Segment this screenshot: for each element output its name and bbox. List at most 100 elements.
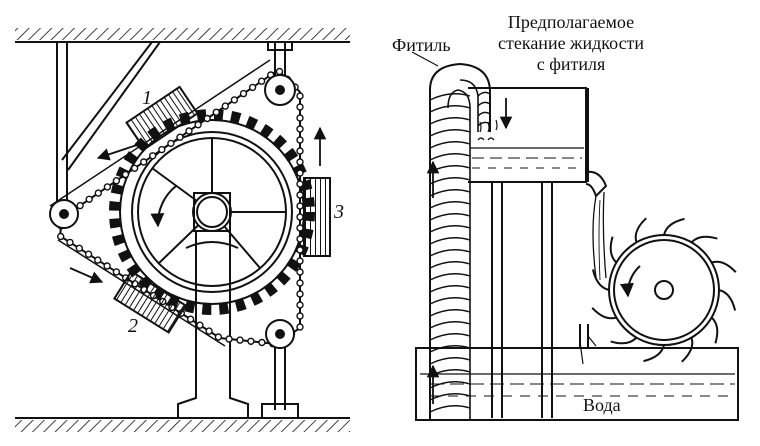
rope-twist [429,105,471,113]
wheel-paddle [591,269,610,291]
rope-twist [429,249,471,257]
chain-link [296,301,304,309]
rope-twist [429,225,471,233]
chain-link [196,321,204,329]
support-rods [56,41,293,410]
chain-link [103,183,112,191]
right-device-figure [411,51,739,421]
wick-label: Фитиль [392,35,451,55]
chain-link [296,268,304,276]
wheel-post [579,324,589,348]
chain-link [296,136,304,144]
rope-twist [429,309,471,317]
chain-link [205,327,213,335]
chain-link [296,114,304,122]
flow-label-line-1: Предполагаемое [507,12,635,32]
chain-link [275,67,284,76]
rope-twist [429,357,471,365]
chain-link [176,133,184,141]
rope-twist [429,321,471,329]
chain-link [296,257,304,265]
chain-link [112,176,121,185]
chain-link [94,256,102,264]
chain-link [76,201,84,210]
chain-link [296,180,304,188]
wheel-paddle [634,217,647,243]
block-label-1: 1 [142,87,152,109]
water-label: Вода [583,395,621,415]
chain-link [103,262,111,270]
wheel-paddle [643,344,665,363]
chain-link [186,315,195,323]
wheel-paddle [710,316,719,344]
wheel-paddle [681,337,694,363]
flow-label-line-2: стекание жидкости [498,33,645,53]
rope-twist [429,153,471,161]
wheel-pedestal [177,232,249,419]
reservoir-legs [491,182,553,418]
rope-twist [429,165,471,173]
wheel-paddle [663,217,685,236]
rope-twist [429,261,471,269]
chain-link [248,83,257,92]
chain-link [212,108,221,117]
chain-link [185,127,193,135]
wheel-paddle [690,235,718,244]
leader-lines [411,51,597,365]
rope-twist [429,345,471,353]
block-label-3: 3 [334,201,344,223]
rope-twist [429,333,471,341]
water-tank [415,347,739,421]
chain-link [225,335,233,343]
left-device-figure [15,28,350,432]
rope-twist [429,405,471,413]
chain-link [94,189,103,197]
weight-block-1 [125,85,199,151]
rope-twist [429,213,471,221]
chain-link [239,89,248,98]
chain-link [296,147,304,155]
chain-link [296,169,304,177]
chain-link [194,120,202,129]
water-wheel [591,217,737,363]
chain-link [296,92,304,100]
chain-link [84,250,93,258]
wheel-paddle [591,307,617,320]
chain-link [139,158,148,166]
block-label-2: 2 [128,315,138,337]
flow-label-line-3: с фитиля [536,54,606,74]
rope-twist [429,381,471,389]
chain-link [296,312,304,320]
chain-link [167,139,175,148]
pulley-bottom-right [265,319,295,349]
weight-block-2 [113,270,187,334]
motion-arrows-right [426,98,513,404]
motion-arrows-left [69,126,327,284]
upper-reservoir [468,87,589,183]
weight-block-3 [303,177,331,257]
chain-link [75,244,84,253]
flow-label: Предполагаемое стекание жидкости с фитил… [498,12,644,75]
wheel-paddle [610,336,638,345]
wheel-paddle [711,260,737,273]
pulley-top-right [264,74,296,106]
chain-link [258,338,266,347]
chain-link [296,246,304,254]
chain-link [296,213,304,221]
drips [477,119,498,141]
chain-link [230,96,239,104]
rope-twist [429,201,471,209]
rope-twist [429,141,471,149]
chain-link [130,164,139,173]
pulley-floor-bracket [261,403,299,419]
chain-link [203,114,211,123]
rope-twist [477,91,491,97]
chain-link [296,224,304,232]
rope-twist [477,101,491,107]
chain-link [57,232,65,241]
chain-link [296,279,304,287]
rope-twist [429,369,471,377]
chain-link [296,323,304,331]
chain-link [158,145,166,154]
